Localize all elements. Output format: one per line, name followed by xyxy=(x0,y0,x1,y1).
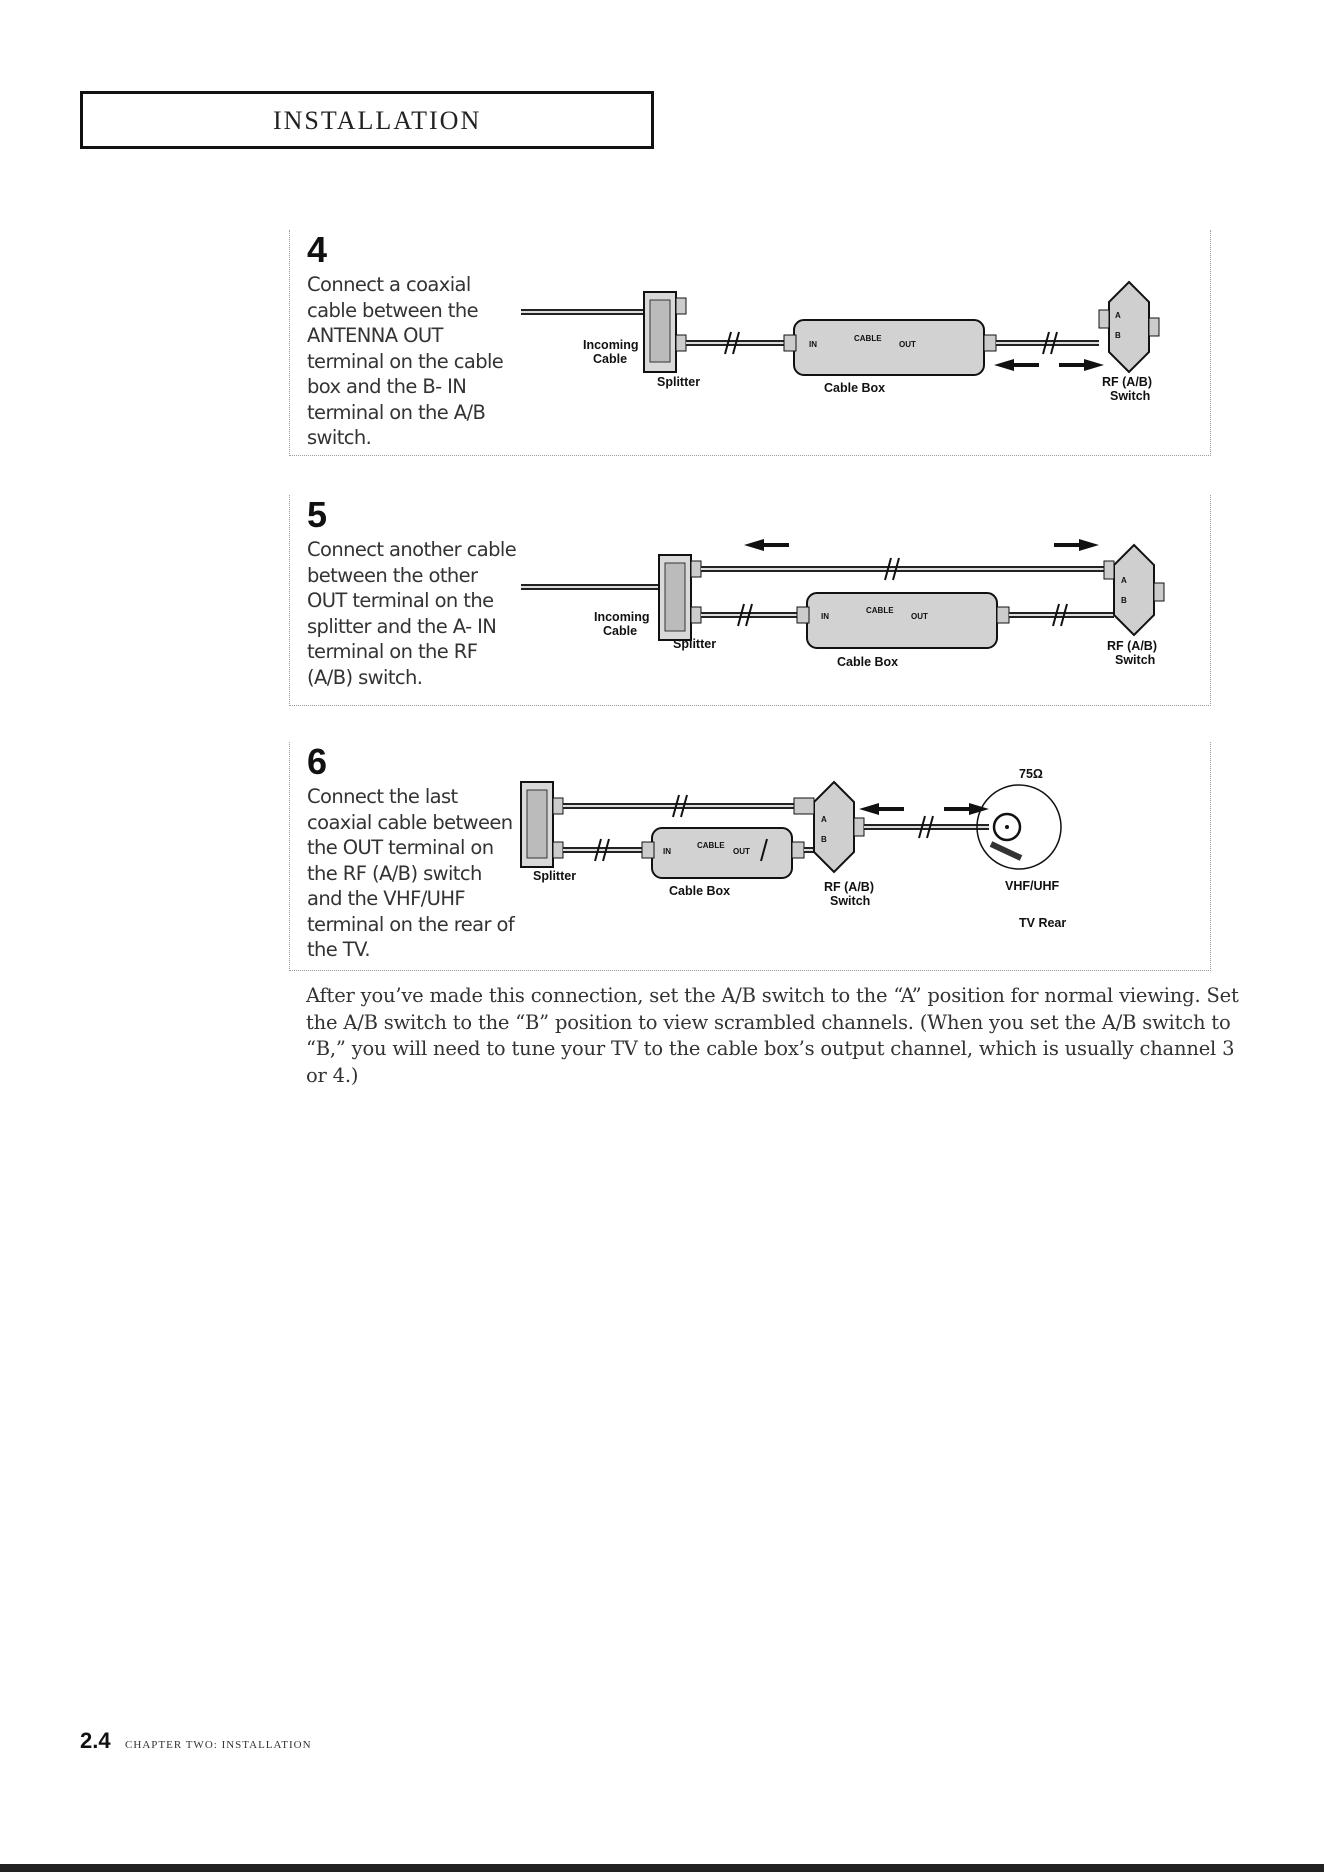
arrow-left-icon xyxy=(994,359,1039,371)
tv-rear-label: TV Rear xyxy=(1019,916,1066,930)
step-number: 4 xyxy=(307,229,328,270)
incoming-label: Incoming xyxy=(583,338,639,352)
rf-switch-device xyxy=(1103,543,1165,637)
step-description: Connect a coaxial cable between the ANTE… xyxy=(307,273,504,449)
arrow-left-icon xyxy=(744,539,789,551)
cable-box-out-label: OUT xyxy=(733,847,750,856)
step-frame xyxy=(289,230,1211,456)
step-frame xyxy=(289,495,1211,706)
arrow-left-icon xyxy=(859,803,904,815)
incoming-label: Incoming xyxy=(594,610,650,624)
switch-label: Switch xyxy=(830,894,870,908)
step-description: Connect another cable between the other … xyxy=(307,538,517,689)
splitter-device xyxy=(658,554,702,641)
cable-box-cable-label: CABLE xyxy=(866,606,894,615)
cable-box-in-label: IN xyxy=(821,612,829,621)
cable-box-device xyxy=(641,827,805,879)
step-5: 5 Connect another cable between the othe… xyxy=(289,495,1211,710)
connection-diagram-step-4: IN CABLE OUT A B Incoming Cable Splitter… xyxy=(521,280,1160,403)
connection-diagram-step-6: IN CABLE OUT A B Splitter Cable Box xyxy=(520,767,1066,930)
chapter-title: Chapter Two: Installation xyxy=(125,1739,312,1751)
section-header: INSTALLATION xyxy=(80,91,654,149)
ohm-label: 75Ω xyxy=(1019,767,1043,781)
step-number: 6 xyxy=(307,741,328,782)
splitter-label: Splitter xyxy=(657,375,700,389)
step-frame xyxy=(289,742,1211,971)
step-6: 6 Connect the last coaxial cable between… xyxy=(289,742,1211,972)
rf-label: RF (A/B) xyxy=(1107,639,1157,653)
page-number: 2.4 xyxy=(80,1728,111,1753)
bottom-rule xyxy=(0,1864,1324,1872)
cable-box-label: Cable Box xyxy=(669,884,730,898)
step-text-block: 4 Connect a coaxial cable between the AN… xyxy=(289,230,519,451)
rf-switch-device xyxy=(793,780,865,874)
rf-label: RF (A/B) xyxy=(824,880,874,894)
switch-a-label: A xyxy=(1121,576,1127,585)
splitter-device xyxy=(643,291,687,373)
step-4: 4 Connect a coaxial cable between the AN… xyxy=(289,230,1211,460)
cable-label: Cable xyxy=(593,352,627,366)
step-text-block: 5 Connect another cable between the othe… xyxy=(289,495,519,690)
splitter-device xyxy=(520,781,564,868)
cable-box-in-label: IN xyxy=(809,340,817,349)
section-title: INSTALLATION xyxy=(273,106,482,135)
arrow-right-icon xyxy=(1054,539,1099,551)
switch-a-label: A xyxy=(1115,311,1121,320)
switch-b-label: B xyxy=(1115,331,1121,340)
switch-label: Switch xyxy=(1115,653,1155,667)
rf-label: RF (A/B) xyxy=(1102,375,1152,389)
rf-switch-device xyxy=(1098,280,1160,374)
switch-b-label: B xyxy=(821,835,827,844)
step-number: 5 xyxy=(307,494,328,535)
switch-b-label: B xyxy=(1121,596,1127,605)
vhf-uhf-label: VHF/UHF xyxy=(1005,879,1060,893)
cable-box-device xyxy=(783,319,997,376)
cable-label: Cable xyxy=(603,624,637,638)
page-footer: 2.4 Chapter Two: Installation xyxy=(80,1728,312,1754)
switch-label: Switch xyxy=(1110,389,1150,403)
splitter-label: Splitter xyxy=(533,869,576,883)
cable-box-label: Cable Box xyxy=(837,655,898,669)
splitter-label: Splitter xyxy=(673,637,716,651)
instruction-paragraph: After you’ve made this connection, set t… xyxy=(306,984,1239,1087)
cable-box-cable-label: CABLE xyxy=(697,841,725,850)
cable-box-out-label: OUT xyxy=(911,612,928,621)
cable-box-out-label: OUT xyxy=(899,340,916,349)
tv-terminal-icon xyxy=(976,784,1062,870)
switch-a-label: A xyxy=(821,815,827,824)
arrow-right-icon xyxy=(944,803,989,815)
cable-box-label: Cable Box xyxy=(824,381,885,395)
step-description: Connect the last coaxial cable between t… xyxy=(307,785,515,961)
arrow-right-icon xyxy=(1059,359,1104,371)
cable-box-in-label: IN xyxy=(663,847,671,856)
connection-diagram-step-5: IN CABLE OUT A B Incoming Cable Splitter… xyxy=(521,539,1165,669)
cable-box-cable-label: CABLE xyxy=(854,334,882,343)
step-text-block: 6 Connect the last coaxial cable between… xyxy=(289,742,519,963)
cable-box-device xyxy=(796,592,1010,649)
